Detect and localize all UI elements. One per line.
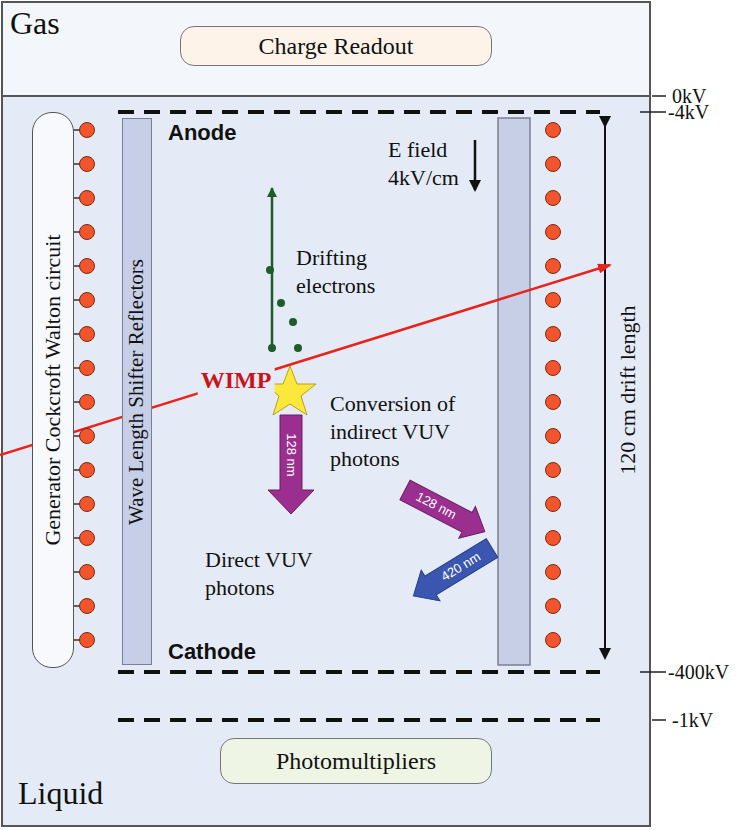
ring-left <box>80 157 95 172</box>
ring-right <box>546 395 561 410</box>
node-text: Gas <box>10 6 60 41</box>
ring-right <box>546 463 561 478</box>
ring-left <box>80 361 95 376</box>
right-reflector <box>498 118 530 665</box>
frame <box>2 2 650 826</box>
ring-right <box>546 191 561 206</box>
ring-left <box>80 565 95 580</box>
ring-left <box>80 463 95 478</box>
ring-right <box>546 157 561 172</box>
conversion-label: Conversion of indirect VUV photons <box>330 390 500 473</box>
ring-left <box>80 429 95 444</box>
gas-region: GasCharge Readout <box>2 2 650 96</box>
grids <box>118 112 600 720</box>
drift-arrow <box>604 126 606 658</box>
node-text: Charge Readout <box>259 33 414 59</box>
liquid-region: Liquid Generator Cockcroft Walton circuit… <box>2 96 650 826</box>
ring-right <box>546 123 561 138</box>
node-text: Wave Length Shifter Reflectors <box>125 259 148 525</box>
ring-right <box>546 327 561 342</box>
ring-left <box>80 497 95 512</box>
ring-left <box>80 531 95 546</box>
gas-region-bg <box>2 2 650 96</box>
ring-left <box>80 123 95 138</box>
node-text: Photomultipliers <box>276 748 436 774</box>
ring-left <box>80 395 95 410</box>
node-text: Liquid <box>18 776 103 811</box>
ring-right <box>546 293 561 308</box>
efield-arrow <box>474 140 477 190</box>
liquid-region-bg <box>2 96 650 826</box>
ring-right <box>546 599 561 614</box>
direct-label: Direct VUV photons <box>205 546 345 601</box>
voltage-label: -1kV <box>672 708 713 733</box>
generator-box: Generator Cockcroft Walton circuit <box>32 112 74 668</box>
ring-right <box>546 565 561 580</box>
voltage-label: -400kV <box>668 660 729 685</box>
ring-left <box>80 259 95 274</box>
ring-right <box>546 361 561 376</box>
ring-right <box>546 633 561 648</box>
surface-line <box>2 95 650 97</box>
reflector-box: Wave Length Shifter Reflectors <box>122 118 152 665</box>
ring-left <box>80 191 95 206</box>
direct-photon-arrow <box>268 415 314 514</box>
indirect-photon-arrow <box>397 474 493 547</box>
grid-label: Anode <box>168 119 236 147</box>
ring-right <box>546 429 561 444</box>
drift-label: 120 cm drift length <box>614 305 642 474</box>
voltage-ticks <box>640 96 666 720</box>
grid-label: Cathode <box>168 638 256 666</box>
ring-right <box>546 531 561 546</box>
ring-right <box>546 259 561 274</box>
shifted-photon-arrow <box>404 533 501 612</box>
node-text: Generator Cockcroft Walton circuit <box>41 234 65 545</box>
ring-left <box>80 599 95 614</box>
field-label: E field 4kV/cm <box>388 136 470 191</box>
ring-left <box>80 327 95 342</box>
ring-right <box>546 225 561 240</box>
electron-label: Drifting electrons <box>296 244 396 299</box>
ring-right <box>546 497 561 512</box>
pmt-box: Photomultipliers <box>220 738 492 784</box>
ring-left <box>80 633 95 648</box>
voltage-label: -4kV <box>668 100 709 125</box>
wavelength-label: 128 nm <box>283 433 299 476</box>
wimp-label: WIMP <box>198 365 275 395</box>
ring-left <box>80 225 95 240</box>
readout-box: Charge Readout <box>180 26 492 66</box>
ring-left <box>80 293 95 308</box>
